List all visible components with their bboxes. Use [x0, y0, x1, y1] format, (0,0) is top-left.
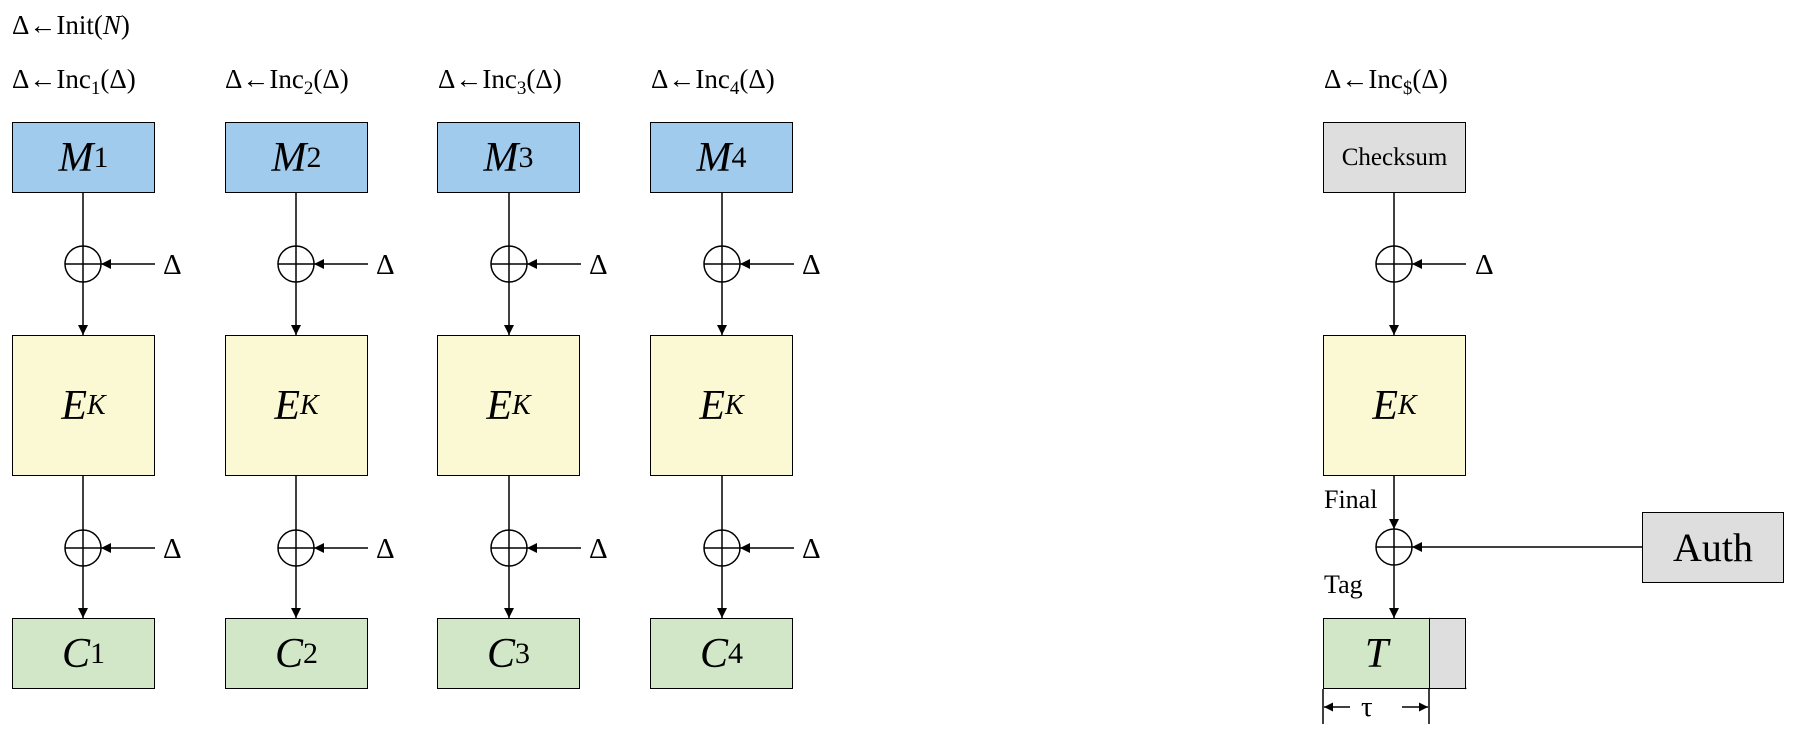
- auth-block: Auth: [1642, 512, 1784, 583]
- inc-label-3: Δ←Inc3(Δ): [438, 64, 562, 99]
- delta-input-1a: Δ: [163, 249, 182, 281]
- xor-icon: [64, 529, 102, 567]
- xor-icon: [1375, 245, 1413, 283]
- delta-input-2b: Δ: [376, 533, 395, 565]
- xor-icon: [277, 529, 315, 567]
- delta-input-3b: Δ: [589, 533, 608, 565]
- truncated-tag-part: [1429, 618, 1466, 689]
- final-column-wires: [1389, 193, 1642, 618]
- init-label: Δ←Init(N): [12, 10, 130, 40]
- inc-label-2: Δ←Inc2(Δ): [225, 64, 349, 99]
- final-label: Final: [1324, 485, 1378, 514]
- column-1-wires: [78, 193, 155, 618]
- column-4-wires: [717, 193, 794, 618]
- delta-input-3a: Δ: [589, 249, 608, 281]
- delta-input-2a: Δ: [376, 249, 395, 281]
- xor-icon: [277, 245, 315, 283]
- column-2-wires: [291, 193, 368, 618]
- delta-input-final: Δ: [1475, 249, 1494, 281]
- xor-icon: [1375, 528, 1413, 566]
- delta-input-4a: Δ: [802, 249, 821, 281]
- xor-icon: [490, 529, 528, 567]
- column-3-wires: [504, 193, 581, 618]
- tag-label: Tag: [1324, 570, 1363, 599]
- delta-input-1b: Δ: [163, 533, 182, 565]
- inc-label-final: Δ←Inc$(Δ): [1324, 64, 1448, 99]
- checksum-block: Checksum: [1323, 122, 1466, 193]
- inc-label-1: Δ←Inc1(Δ): [12, 64, 136, 99]
- tau-label: τ: [1357, 693, 1377, 722]
- xor-icon: [703, 529, 741, 567]
- xor-icon: [490, 245, 528, 283]
- inc-label-4: Δ←Inc4(Δ): [651, 64, 775, 99]
- tag-block: T: [1323, 618, 1430, 689]
- xor-icon: [64, 245, 102, 283]
- xor-icon: [703, 245, 741, 283]
- delta-input-4b: Δ: [802, 533, 821, 565]
- tau-bracket: [1322, 689, 1430, 724]
